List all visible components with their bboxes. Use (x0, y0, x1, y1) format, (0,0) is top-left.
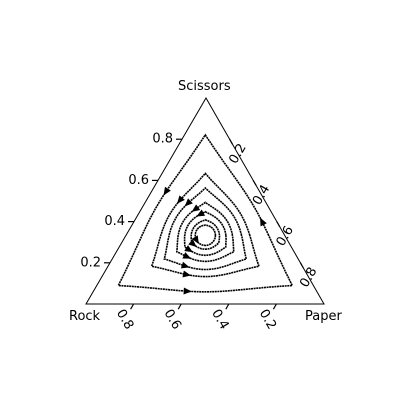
scissors-tick-0-label: 0.2 (80, 255, 101, 270)
orbit-6 (150, 172, 261, 278)
paper-tick-1-mark (252, 180, 257, 186)
arrow-3-0 (184, 245, 193, 253)
orbit-1 (194, 224, 217, 247)
rock-tick-0-label: 0.2 (256, 307, 279, 332)
arrow-5-1 (184, 198, 193, 207)
orbit-2 (190, 219, 221, 250)
orbit-5 (163, 186, 248, 271)
arrow-6-1 (176, 195, 185, 204)
flow-arrows (163, 186, 267, 295)
scissors-tick-3-label: 0.8 (152, 132, 173, 147)
arrow-4-0 (182, 252, 192, 259)
orbit-4 (175, 201, 235, 263)
arrow-2-0 (188, 239, 197, 248)
vertex-label-paper: Paper (305, 309, 342, 324)
arrow-7-0 (183, 287, 192, 295)
arrow-7-1 (163, 186, 171, 196)
arrow-6-0 (182, 270, 192, 278)
rock-tick-1-mark (225, 303, 230, 310)
vertex-label-rock: Rock (69, 309, 101, 324)
rock-tick-2-mark (177, 303, 182, 310)
paper-tick-0-label: 0.2 (226, 141, 249, 166)
arrow-1-0 (191, 235, 199, 244)
rock-tick-2-label: 0.6 (161, 307, 184, 332)
scissors-tick-1-label: 0.4 (104, 214, 125, 229)
simplex-triangle (85, 97, 325, 305)
scissors-tick-2-label: 0.6 (128, 173, 149, 188)
arrow-4-1 (191, 204, 201, 212)
paper-tick-3-mark (299, 262, 304, 269)
paper-tick-1-label: 0.4 (250, 182, 273, 207)
vertex-label-scissors: Scissors (178, 79, 231, 94)
orbit-3 (183, 210, 227, 257)
arrow-3-1 (196, 209, 206, 217)
orbit-7 (117, 133, 294, 293)
arrow-7-2 (260, 217, 267, 227)
arrow-5-0 (180, 261, 190, 269)
rock-tick-3-mark (130, 303, 135, 310)
paper-tick-2-label: 0.6 (274, 224, 297, 249)
orbit-curves (117, 133, 294, 293)
axis-ticks: 0.20.40.60.80.20.40.60.80.20.40.60.8 (80, 132, 320, 333)
paper-tick-2-mark (276, 221, 281, 228)
paper-tick-0-mark (229, 138, 234, 145)
rock-tick-0-mark (272, 303, 277, 310)
rock-tick-1-label: 0.4 (208, 307, 231, 332)
paper-tick-3-label: 0.8 (297, 265, 320, 290)
rock-tick-3-label: 0.8 (113, 307, 136, 332)
